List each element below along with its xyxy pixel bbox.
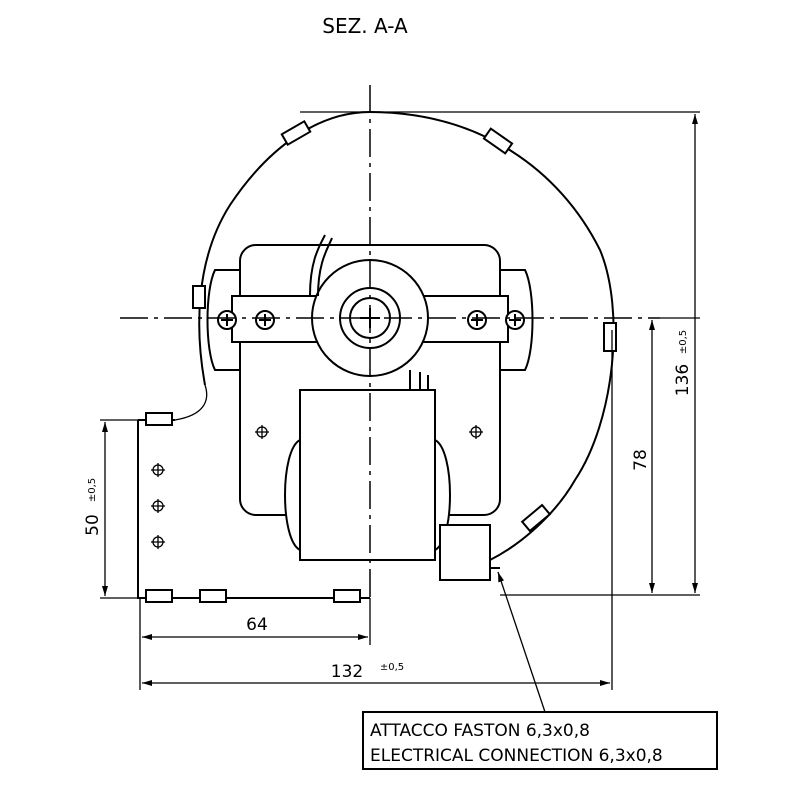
dim-136: 136 <box>673 364 693 396</box>
terminal-box <box>439 524 491 581</box>
outlet-curve <box>174 384 208 421</box>
note-line-2: ELECTRICAL CONNECTION 6,3x0,8 <box>370 746 663 766</box>
coil-side <box>284 439 301 551</box>
motor-coil <box>299 389 436 561</box>
coil-wires <box>409 370 429 390</box>
lead-wire <box>309 234 326 296</box>
section-title: SEZ. A-A <box>322 14 408 38</box>
dim-78: 78 <box>631 449 651 471</box>
note-line-1: ATTACCO FASTON 6,3x0,8 <box>370 721 590 741</box>
note-leader <box>497 571 546 713</box>
extension-lines <box>100 111 700 690</box>
outlet-holes <box>150 462 166 550</box>
note-box <box>362 711 718 770</box>
lead-wire <box>317 237 333 297</box>
dim-50-tol: ±0,5 <box>87 478 98 502</box>
housing-clips <box>145 119 617 603</box>
dim-136-tol: ±0,5 <box>678 330 689 354</box>
dim-50: 50 <box>83 514 103 536</box>
dim-64: 64 <box>246 615 268 635</box>
dim-132-tol: ±0,5 <box>380 662 404 673</box>
dim-132: 132 <box>331 662 363 682</box>
